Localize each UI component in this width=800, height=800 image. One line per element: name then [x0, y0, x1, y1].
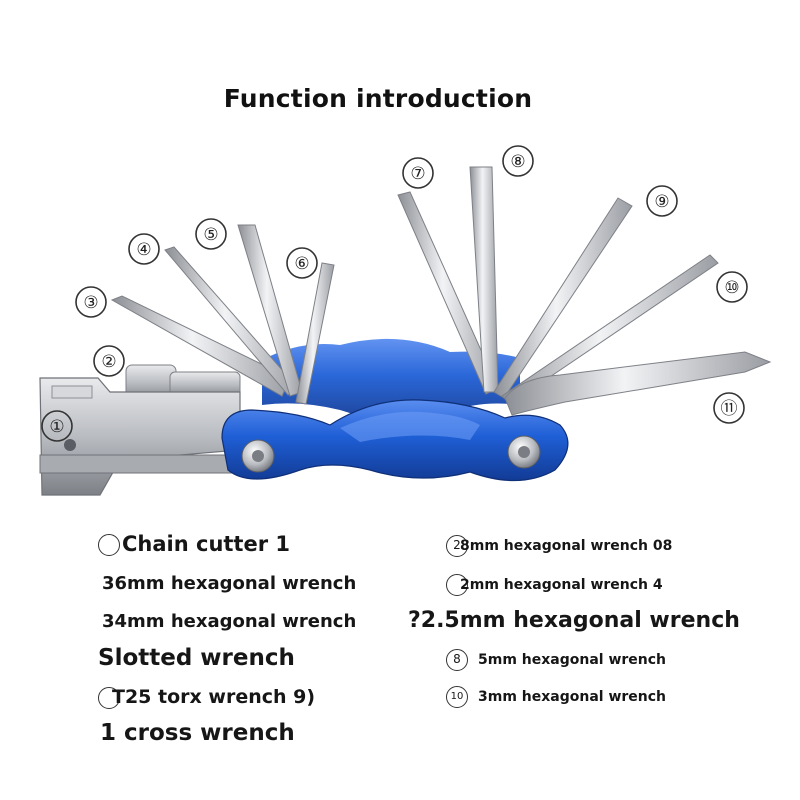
function-item-6mm-hex: 36mm hexagonal wrench — [102, 573, 356, 594]
page-title: Function introduction — [223, 84, 533, 113]
function-number-badge: 2 — [446, 535, 468, 557]
svg-text:⑤: ⑤ — [203, 225, 218, 245]
function-label: 5mm hexagonal wrench — [478, 652, 667, 668]
function-number-badge: 8 — [446, 649, 468, 671]
function-label: 3mm hexagonal wrench — [478, 689, 667, 705]
svg-text:④: ④ — [136, 240, 151, 260]
svg-text:⑨: ⑨ — [654, 192, 669, 212]
callout-7: ⑦ — [402, 157, 434, 189]
svg-text:⑧: ⑧ — [510, 152, 525, 172]
function-label: Chain cutter 1 — [122, 532, 290, 556]
function-label: Slotted wrench — [98, 645, 295, 671]
svg-text:⑦: ⑦ — [410, 164, 425, 184]
function-item-chain-cutter: Chain cutter 1 — [98, 532, 290, 556]
function-label: T25 torx wrench 9) — [112, 686, 316, 708]
function-item-5mm-hex: 8 5mm hexagonal wrench — [446, 649, 666, 671]
tool-11-cross-key — [504, 351, 772, 416]
function-item-3mm-hex: 10 3mm hexagonal wrench — [446, 686, 666, 708]
front-blue-plate — [221, 399, 569, 482]
function-label: 1 cross wrench — [100, 720, 295, 746]
svg-text:②: ② — [101, 352, 116, 372]
callout-3: ③ — [75, 286, 107, 318]
callout-2: ② — [93, 345, 125, 377]
svg-text:①: ① — [49, 417, 64, 437]
function-label: 8mm hexagonal wrench 08 — [460, 538, 673, 554]
function-label: ?2.5mm hexagonal wrench — [408, 608, 740, 633]
function-item-torx: T25 torx wrench 9) — [98, 686, 315, 709]
tool-6-hex-key — [295, 262, 335, 405]
right-tools — [397, 166, 772, 416]
multi-tool-illustration: ① ② ③ ④ ⑤ ⑥ ⑦ ⑧ ⑨ ⑩ ⑪ — [39, 145, 772, 496]
function-item-cross: 1 cross wrench — [100, 720, 295, 746]
callout-11: ⑪ — [713, 392, 745, 424]
svg-text:⑥: ⑥ — [294, 254, 309, 274]
function-item-slotted: Slotted wrench — [98, 645, 295, 671]
callout-1: ① — [41, 410, 73, 442]
svg-text:③: ③ — [83, 293, 98, 313]
function-label: 2mm hexagonal wrench 4 — [460, 577, 663, 593]
function-item-2mm-hex: 2mm hexagonal wrench 4 — [446, 574, 663, 596]
function-label: 34mm hexagonal wrench — [102, 611, 357, 632]
function-item-2-5mm-hex: ?2.5mm hexagonal wrench — [408, 608, 740, 633]
callout-9: ⑨ — [646, 185, 678, 217]
function-item-4mm-hex: 34mm hexagonal wrench — [102, 611, 356, 632]
svg-text:⑩: ⑩ — [724, 278, 739, 298]
function-number-badge — [98, 534, 120, 556]
function-item-8mm-hex: 28mm hexagonal wrench 08 — [446, 535, 672, 557]
back-blue-plate — [262, 338, 520, 421]
left-tools — [39, 224, 335, 496]
function-number-badge — [98, 686, 120, 709]
callout-5: ⑤ — [195, 218, 227, 250]
function-label: 36mm hexagonal wrench — [102, 573, 357, 594]
function-number-badge: 10 — [446, 686, 468, 708]
function-number-badge — [446, 574, 468, 596]
svg-text:⑪: ⑪ — [721, 399, 738, 419]
callout-6: ⑥ — [286, 247, 318, 279]
callout-10: ⑩ — [716, 271, 748, 303]
callout-numbers: ① ② ③ ④ ⑤ ⑥ ⑦ ⑧ ⑨ ⑩ ⑪ — [41, 145, 748, 442]
callout-4: ④ — [128, 233, 160, 265]
callout-8: ⑧ — [502, 145, 534, 177]
